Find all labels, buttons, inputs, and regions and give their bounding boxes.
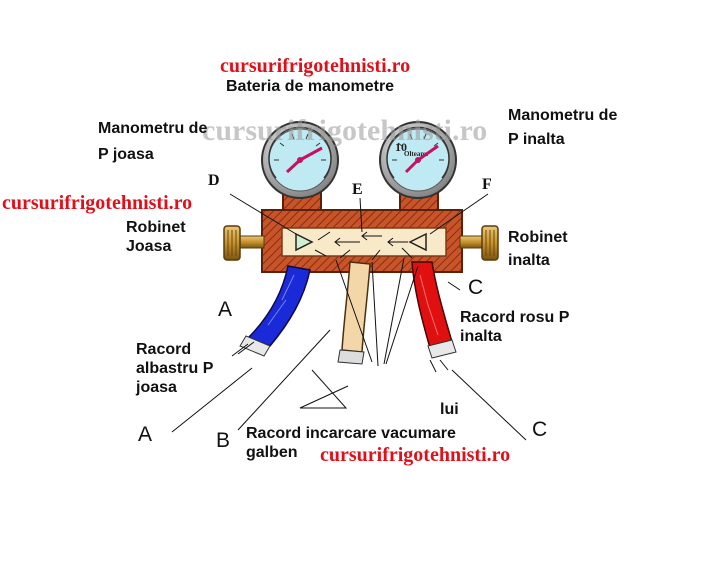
flow-arrows xyxy=(314,231,413,261)
gauge-high-label: Manometru de P inalta xyxy=(508,107,618,148)
hose-blue xyxy=(239,265,311,357)
gauge-high-face-brand: Olteanu xyxy=(404,150,428,158)
bottom-letter-a: A xyxy=(138,423,153,446)
valve-high-cone xyxy=(408,232,427,252)
valve-low-label: Robinet Joasa xyxy=(126,219,186,255)
fragment-lui: lui xyxy=(440,401,459,418)
hose-red-label: Racord rosu P inalta xyxy=(460,309,570,345)
point-e-label: E xyxy=(352,181,363,198)
valve-high-label: Robinet inalta xyxy=(508,229,568,269)
point-d-label: D xyxy=(208,172,220,189)
watermark-ghost: cursurifrigotehnisti.ro xyxy=(202,114,488,147)
hose-blue-label: Racord albastru P joasa xyxy=(136,341,214,396)
hose-blue-letter: A xyxy=(218,298,233,321)
watermark-top: cursurifrigotehnisti.ro xyxy=(220,55,411,77)
valve-low-cone xyxy=(295,232,314,252)
valve-low-knob[interactable] xyxy=(223,225,241,261)
diagram-title: Bateria de manometre xyxy=(226,78,395,95)
gauge-high: 10 Olteanu xyxy=(379,121,457,199)
hose-red-letter: C xyxy=(468,276,484,299)
hose-yellow xyxy=(337,261,371,365)
point-f-label: F xyxy=(482,176,492,193)
gauge-high-face-number: 10 xyxy=(395,140,407,154)
gauge-low-label: Manometru de P joasa xyxy=(98,120,208,163)
watermark-bottom: cursurifrigotehnisti.ro xyxy=(320,444,511,466)
valve-low-stem xyxy=(237,235,265,249)
valve-high-stem xyxy=(459,235,485,249)
bottom-letter-b: B xyxy=(216,429,231,452)
leader-lines xyxy=(171,193,527,441)
watermark-left: cursurifrigotehnisti.ro xyxy=(2,192,193,214)
valve-high-knob[interactable] xyxy=(481,225,499,261)
hose-red xyxy=(411,261,457,359)
gauge-low xyxy=(261,121,339,199)
hose-yellow-label: Racord incarcare vacumare galben xyxy=(246,425,456,461)
bottom-letter-c: C xyxy=(532,418,548,441)
